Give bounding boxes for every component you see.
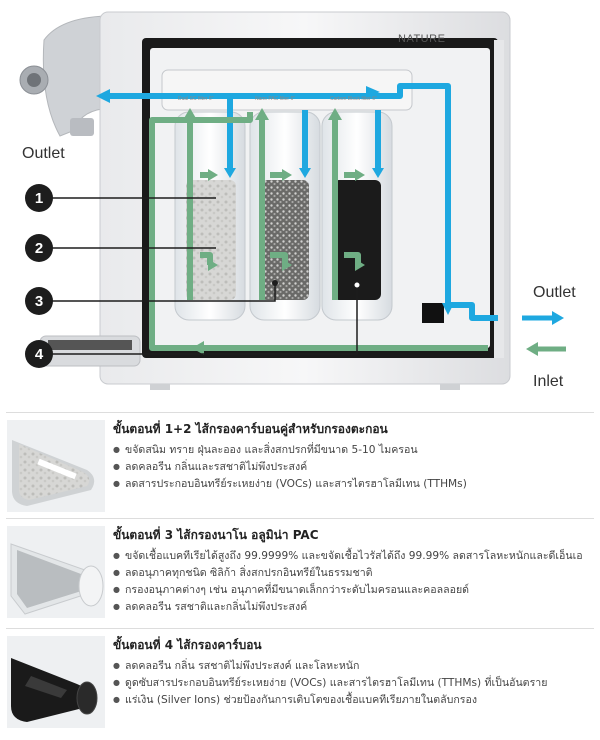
step-bullet: ลดอนุภาคทุกชนิด ซิลิก้า สิ่งสกปรกอินทรีย… [113, 565, 598, 582]
step-bullet: กรองอนุภาคต่างๆ เช่น อนุภาคที่มีขนาดเล็ก… [113, 582, 598, 599]
carbon-filter-image [7, 636, 105, 728]
step-block-2: ขั้นตอนที่ 3 ไส้กรองนาโน อลูมิน่า PAC ขจ… [0, 520, 600, 624]
outlet-label-left: Outlet [22, 145, 65, 162]
divider [6, 628, 594, 629]
nano-pac-filter-image [7, 526, 105, 618]
step-title: ขั้นตอนที่ 4 ไส้กรองคาร์บอน [113, 638, 262, 652]
inlet-label-right: Inlet [533, 373, 564, 390]
stage-number-4: 4 [25, 340, 53, 368]
filter-system-diagram: NATURE Dual SC filter 6" Nano PAC filter… [19, 11, 576, 390]
filter-label-2: Nano PAC filter 6" [255, 96, 296, 102]
inlet-arrow-icon [526, 342, 566, 356]
step-block-1: ขั้นตอนที่ 1+2 ไส้กรองคาร์บอนคู่สำหรับกร… [0, 414, 600, 518]
filter-label-1: Dual SC filter 6" [178, 96, 214, 102]
faucet [42, 15, 111, 137]
step-bullet: แร่เงิน (Silver Ions) ช่วยป้องกันการเติบ… [113, 692, 598, 709]
stage-number-3: 3 [25, 287, 53, 315]
purifier-illustration [19, 11, 566, 390]
step-bullet: ดูดซับสารประกอบอินทรีย์ระเหยง่าย (VOCs) … [113, 675, 598, 692]
brand-label: NATURE [398, 33, 446, 45]
step-bullet: ลดคลอรีน กลิ่นและรสชาติไม่พึงประสงค์ [113, 459, 598, 476]
step-bullet: ขจัดเชื้อแบคทีเรียได้สูงถึง 99.9999% และ… [113, 548, 598, 565]
step-bullet: ลดสารประกอบอินทรีย์ระเหยง่าย (VOCs) และส… [113, 476, 598, 493]
step-title: ขั้นตอนที่ 3 ไส้กรองนาโน อลูมิน่า PAC [113, 528, 319, 542]
step-block-3: ขั้นตอนที่ 4 ไส้กรองคาร์บอน ลดคลอรีน กลิ… [0, 630, 600, 734]
outlet-arrow-icon [522, 311, 564, 325]
divider [6, 412, 594, 413]
outlet-label-right: Outlet [533, 284, 576, 301]
divider [6, 518, 594, 519]
step-bullet: ลดคลอรีน รสชาติและกลิ่นไม่พึงประสงค์ [113, 599, 598, 616]
dual-carbon-filter-image [7, 420, 105, 512]
stage-number-2: 2 [25, 234, 53, 262]
filter-media-2 [261, 180, 309, 300]
filter-media-3 [333, 180, 381, 300]
step-title: ขั้นตอนที่ 1+2 ไส้กรองคาร์บอนคู่สำหรับกร… [113, 422, 388, 436]
filter-media-1 [186, 180, 236, 300]
step-bullet: ขจัดสนิม ทราย ฝุ่นละออง และสิ่งสกปรกที่ม… [113, 442, 598, 459]
stage-number-1: 1 [25, 184, 53, 212]
filter-label-3: Carbon Block filter 6" [330, 96, 377, 102]
step-bullet: ลดคลอรีน กลิ่น รสชาติไม่พึงประสงค์ และโล… [113, 658, 598, 675]
